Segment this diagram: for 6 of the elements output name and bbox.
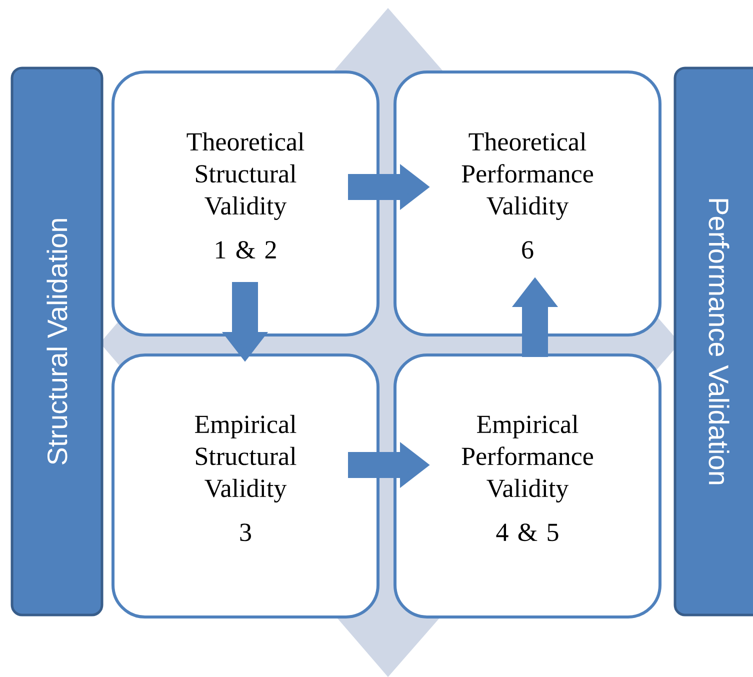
side-bar: Performance Validation — [674, 66, 753, 616]
quadrant-box: Empirical Performance Validity 4 & 5 — [394, 353, 662, 618]
side-bar: Structural Validation — [10, 66, 104, 616]
quadrant-box: Theoretical Structural Validity 1 & 2 — [112, 70, 380, 336]
quadrant-box: Empirical Structural Validity 3 — [112, 353, 380, 618]
quadrant-box: Theoretical Performance Validity 6 — [394, 70, 662, 336]
